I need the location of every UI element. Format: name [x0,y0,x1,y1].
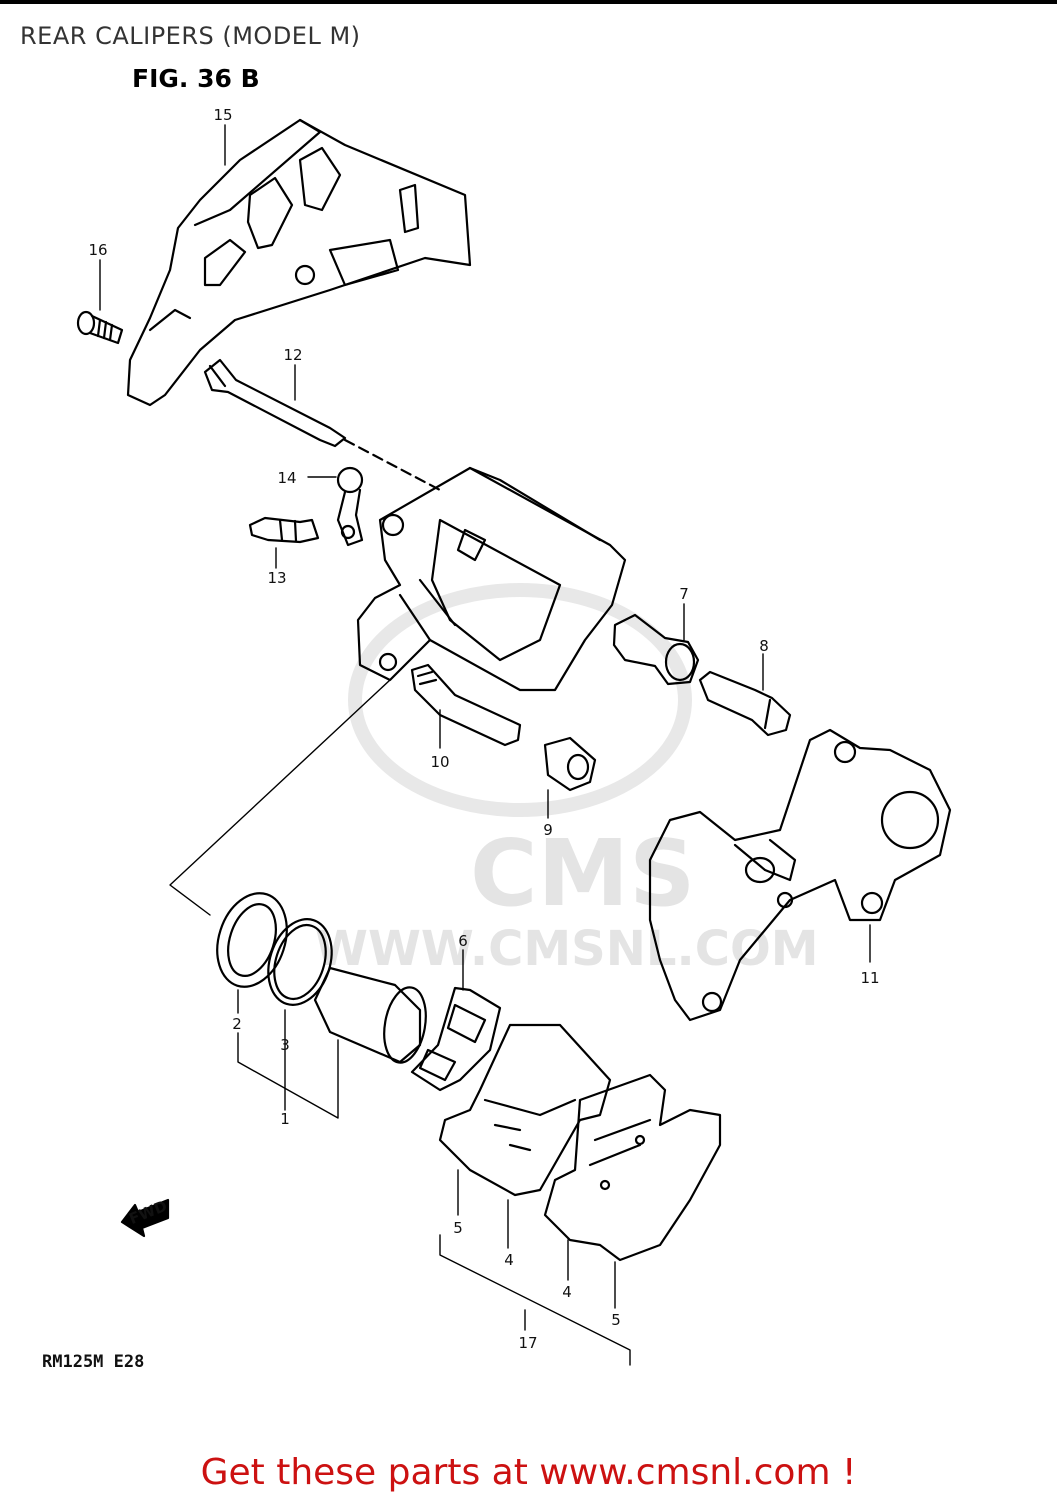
callout-15: 15 [213,106,232,124]
callout-1: 1 [280,1110,290,1128]
watermark-logo-text: CMS [470,820,695,927]
fwd-arrow-icon [120,1198,170,1238]
callout-14: 14 [277,469,296,487]
part-11-caliper-bracket [648,728,952,1022]
leader-dashed-12 [343,438,442,492]
part-16-screw [76,310,124,345]
cms-watermark: CMS WWW.CMSNL.COM [315,583,819,977]
part-13-bleeder-valve [248,516,320,544]
part-8-pin [698,670,792,737]
model-code: RM125M E28 [42,1352,145,1372]
callout-4b: 4 [562,1283,572,1301]
part-14-cap [336,466,364,547]
page-title: REAR CALIPERS (MODEL M) [20,22,361,50]
part-10-slide-pin [410,663,522,747]
callout-13: 13 [267,569,286,587]
callout-6: 6 [458,932,468,950]
part-caliper-body [356,466,627,692]
callout-16: 16 [88,241,107,259]
part-9-boot [543,736,597,792]
callout-3: 3 [280,1036,290,1054]
part-12-pin [203,358,347,448]
top-border [0,0,1057,4]
leader-lines [99,124,871,1366]
callout-5a: 5 [453,1219,463,1237]
callout-7: 7 [679,585,689,603]
callout-2: 2 [232,1015,242,1033]
callout-9: 9 [543,821,553,839]
callout-12: 12 [283,346,302,364]
callout-5b: 5 [611,1311,621,1329]
callout-10: 10 [430,753,449,771]
part-1-piston [313,966,427,1064]
callout-17: 17 [518,1334,537,1352]
part-4-brake-pad-outer [543,1073,722,1262]
part-15-caliper-guard [126,118,472,407]
figure-label: FIG. 36 B [132,64,260,93]
part-4-brake-pad-inner [438,1023,612,1197]
part-7-bolt [612,613,700,686]
cta-link[interactable]: Get these parts at www.cmsnl.com ! [200,1452,857,1493]
watermark-url-text: WWW.CMSNL.COM [315,921,819,977]
callout-4a: 4 [504,1251,514,1269]
callout-8: 8 [759,637,769,655]
part-6-pad-spring [410,986,502,1092]
callout-11: 11 [860,969,879,987]
